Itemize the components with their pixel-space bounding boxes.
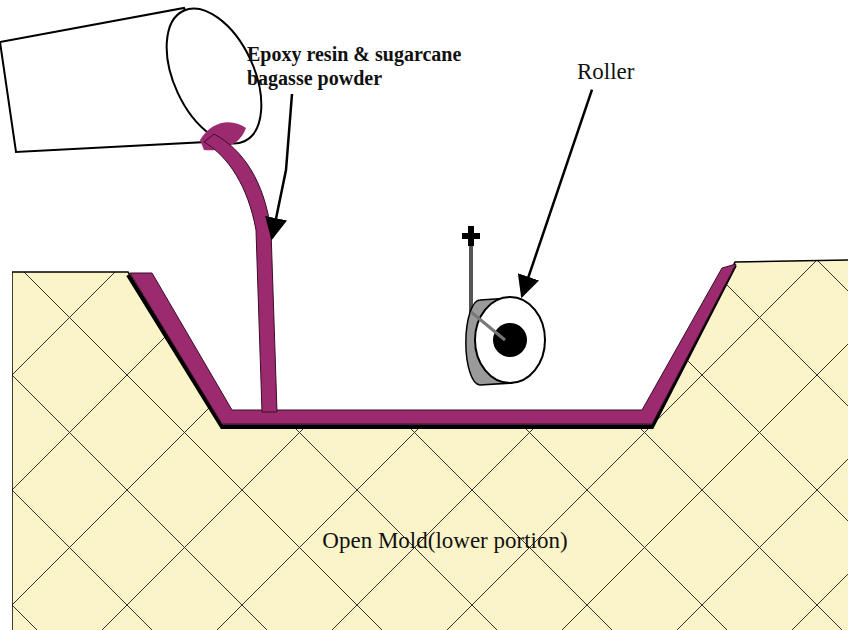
roller-end bbox=[475, 297, 545, 383]
open-mold: Open Mold(lower portion) bbox=[12, 258, 848, 630]
roller-label: Roller bbox=[577, 58, 697, 86]
mold-outline bbox=[12, 260, 848, 630]
material-label: Epoxy resin & sugarcane bagasse powder bbox=[247, 42, 497, 90]
mold-fill bbox=[12, 260, 848, 630]
leader-arrow bbox=[272, 94, 292, 238]
roller-knob bbox=[462, 226, 480, 246]
roller-hub bbox=[493, 323, 527, 357]
resin-stream bbox=[204, 134, 277, 412]
leader-arrow bbox=[522, 90, 592, 296]
mold-hatch bbox=[12, 260, 848, 630]
resin-layer bbox=[130, 264, 736, 424]
mold-shape bbox=[12, 258, 848, 630]
roller-axle bbox=[471, 312, 505, 340]
resin-underline bbox=[128, 265, 735, 427]
mold-label: Open Mold(lower portion) bbox=[322, 528, 567, 554]
